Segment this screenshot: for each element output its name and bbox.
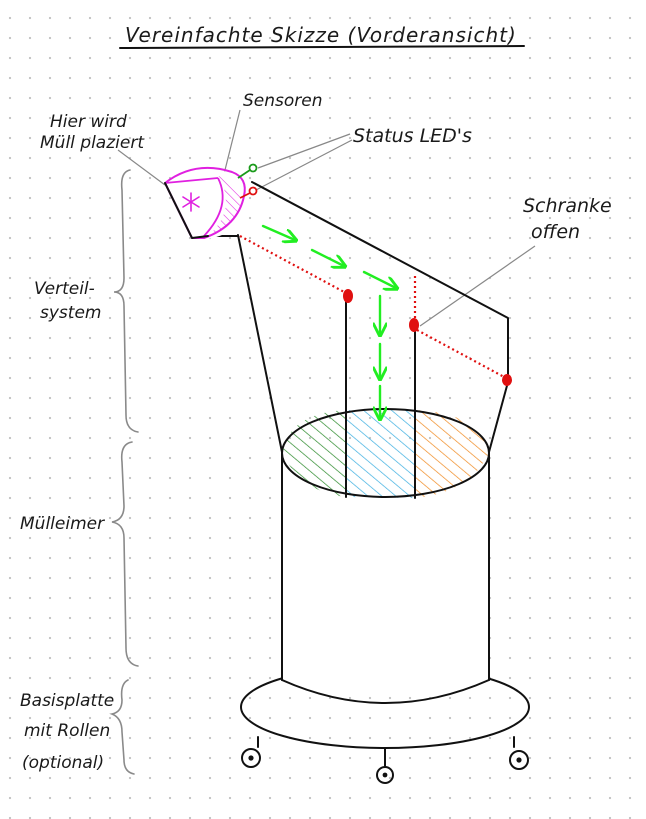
wheel-left	[241, 736, 261, 768]
funnel-base-edge	[164, 182, 209, 239]
barrier-pointer	[419, 245, 536, 327]
bin-label: Mülleimer	[20, 514, 105, 534]
waste-bin	[281, 408, 490, 704]
mull-placement-line1: Hier wird	[50, 112, 127, 132]
sensors-label: Sensoren	[223, 91, 323, 175]
compartment-middle	[346, 410, 415, 498]
status-leds-label: Status LED's	[255, 125, 472, 191]
barrier-pivot-right	[502, 374, 512, 386]
mull-placement-pointer	[117, 149, 166, 186]
sensors-pointer	[223, 109, 241, 175]
flow-arrow-2	[310, 248, 344, 266]
barriers	[239, 235, 512, 386]
flow-arrows	[261, 224, 396, 418]
led-red	[239, 186, 258, 199]
status-leds-pointer-red	[255, 139, 353, 191]
barrier-left	[239, 235, 347, 294]
mull-placement-label: Hier wird Müll plaziert	[40, 112, 166, 186]
brace-base	[109, 679, 135, 775]
asterisk-icon	[182, 192, 200, 212]
led-green	[237, 163, 258, 179]
barrier-line2: offen	[531, 221, 580, 243]
base-line1: Basisplatte	[20, 691, 114, 711]
funnel-inner-curve	[203, 177, 224, 237]
input-funnel	[164, 166, 249, 239]
status-leds-text: Status LED's	[353, 125, 472, 147]
wheel-right	[509, 736, 529, 770]
sensors-text: Sensoren	[243, 91, 323, 111]
sketch-title: Vereinfachte Skizze (Vorderansicht)	[125, 23, 517, 47]
status-leds	[237, 163, 258, 199]
distribution-line1: Verteil-	[34, 279, 95, 299]
compartment-right	[415, 410, 489, 498]
distribution-line2: system	[40, 303, 101, 323]
base-line2: mit Rollen	[24, 721, 110, 741]
barrier-pivot-middle	[409, 318, 419, 332]
compartment-left	[282, 410, 346, 497]
base-line3: (optional)	[22, 753, 104, 773]
funnel-outline	[164, 166, 246, 239]
funnel-rim	[164, 177, 219, 184]
flow-arrow-3	[362, 270, 396, 288]
distribution-label: Verteil- system	[34, 279, 101, 323]
barrier-right	[416, 329, 507, 379]
status-leds-pointer-green	[257, 133, 351, 169]
bin-bottom-curve	[281, 679, 490, 704]
barrier-pivot-left	[343, 289, 353, 303]
brace-bin	[111, 441, 139, 667]
brace-distribution	[113, 169, 139, 433]
flow-arrow-1	[261, 224, 295, 240]
barrier-label: Schranke offen	[419, 195, 612, 327]
title-underline	[119, 45, 525, 49]
wheel-middle	[376, 747, 394, 784]
barrier-line1: Schranke	[523, 195, 612, 217]
mull-placement-line2: Müll plaziert	[40, 133, 145, 153]
base-plate	[240, 665, 530, 784]
base-label: Basisplatte mit Rollen (optional)	[20, 691, 114, 773]
chute-right-edge	[251, 181, 509, 453]
title-group: Vereinfachte Skizze (Vorderansicht)	[119, 23, 525, 49]
chute-left-edge	[237, 234, 283, 453]
